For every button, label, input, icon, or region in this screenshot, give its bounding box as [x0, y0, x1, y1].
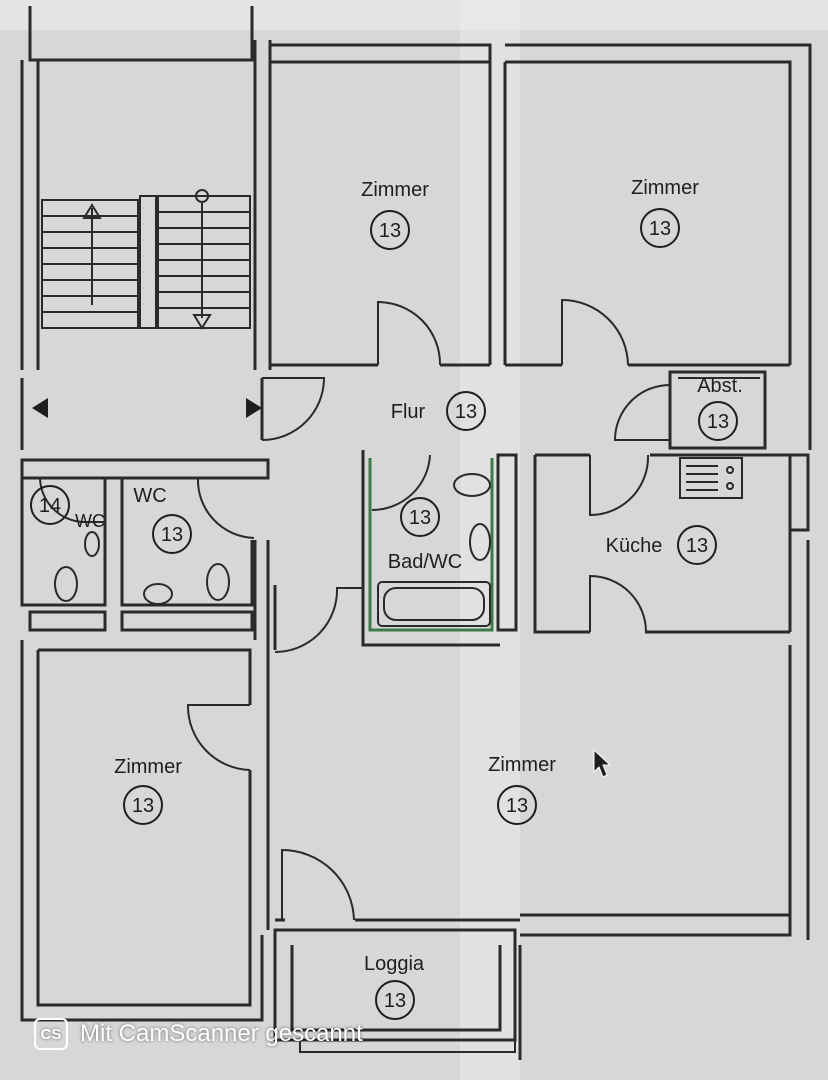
door-kueche	[589, 454, 650, 517]
stair-steps-left	[42, 215, 138, 313]
room-number-badge	[640, 208, 680, 248]
stair-up-arrow	[82, 203, 102, 305]
stair-wall-top	[28, 6, 254, 62]
abst-wall	[668, 370, 767, 450]
door-loggia	[281, 848, 355, 921]
room-label-wc-small: WC	[75, 511, 105, 531]
room-label-zimmer-bl: Zimmer	[114, 756, 182, 778]
room-bc-right	[520, 645, 792, 937]
watermark-text: Mit CamScanner gescannt	[80, 1020, 363, 1047]
room-number-badge	[375, 980, 415, 1020]
cursor-icon	[593, 748, 612, 778]
room-bl-outer	[20, 640, 264, 1022]
door-abst	[613, 384, 671, 441]
camscanner-logo: CS	[34, 1018, 68, 1050]
loggia-parapet	[299, 1039, 516, 1053]
stair-flight-left	[41, 199, 139, 329]
stair-eye	[139, 195, 157, 329]
bathtub-icon	[377, 581, 491, 627]
paper-top-edge	[0, 0, 828, 30]
room-label-abst: Abst.	[697, 375, 743, 397]
stair-down-arrow	[192, 202, 212, 330]
entry-arrow-right-icon	[246, 398, 262, 418]
kitchen-left	[533, 455, 590, 634]
room-number-badge	[446, 391, 486, 431]
landing-bottom-wall	[20, 458, 270, 480]
room-label-bad: Bad/WC	[388, 551, 462, 573]
toilet-icon	[54, 566, 78, 602]
stove-burners-icon	[686, 465, 718, 491]
room-number-badge	[152, 514, 192, 554]
room-labels: Zimmer 13 Zimmer 13 Abst. 13 Flur 13 14 …	[30, 177, 743, 1020]
wc-small-wall	[20, 478, 107, 607]
room-label-zimmer-bc: Zimmer	[488, 754, 556, 776]
room-tr-wall-inner	[505, 60, 792, 365]
room-number-wc-small: 14	[39, 495, 61, 517]
sink-icon	[84, 531, 100, 557]
camscanner-watermark: CS Mit CamScanner gescannt	[34, 1016, 363, 1052]
sink-icon	[453, 473, 491, 497]
room-label-zimmer-tl: Zimmer	[361, 179, 429, 201]
room-number-flur: 13	[455, 401, 477, 423]
fixtures	[54, 457, 743, 627]
kitchen-window	[790, 453, 810, 532]
room-label-wc: WC	[133, 485, 166, 507]
loggia-inner	[290, 945, 502, 1032]
room-number-loggia: 13	[384, 990, 406, 1012]
door-entry	[261, 377, 326, 441]
doors	[39, 298, 671, 921]
bathtub-basin-icon	[383, 587, 485, 621]
room-number-zimmer-tr: 13	[649, 218, 671, 240]
staircase	[32, 189, 262, 418]
room-tl-wall	[270, 43, 492, 365]
wc-wall	[120, 478, 254, 607]
room-bl-top	[38, 648, 252, 705]
walls	[20, 6, 812, 1060]
stair-steps-right	[158, 211, 250, 309]
toilet-icon	[469, 523, 491, 561]
door-zimmer-bl	[186, 704, 251, 771]
stair-flight-right	[157, 195, 251, 329]
entry-arrow-left-icon	[32, 398, 48, 418]
door-wc-small	[39, 477, 105, 523]
room-number-abst: 13	[707, 411, 729, 433]
room-number-bad: 13	[409, 507, 431, 529]
toilet-icon	[206, 563, 230, 601]
door-kueche-room	[589, 574, 647, 633]
stove-knob-icon	[726, 466, 734, 474]
door-wc	[196, 477, 255, 539]
door-bad	[371, 454, 431, 512]
room-number-zimmer-bl: 13	[132, 795, 154, 817]
stove-knob-icon	[726, 482, 734, 490]
room-number-zimmer-bc: 13	[506, 795, 528, 817]
room-number-badge	[370, 210, 410, 250]
room-label-loggia: Loggia	[364, 953, 425, 975]
room-label-zimmer-tr: Zimmer	[631, 177, 699, 199]
wc-bottom	[120, 610, 254, 632]
wc-small-bottom	[28, 610, 107, 632]
room-number-badge	[400, 497, 440, 537]
room-number-kueche: 13	[686, 535, 708, 557]
room-number-badge	[497, 785, 537, 825]
room-number-zimmer-tl: 13	[379, 220, 401, 242]
room-label-flur: Flur	[391, 401, 426, 423]
room-tr-wall	[505, 43, 812, 450]
room-number-badge	[123, 785, 163, 825]
room-number-wc: 13	[161, 524, 183, 546]
door-hall	[274, 587, 362, 653]
bad-kitchen-divider	[496, 453, 518, 632]
sink-icon	[143, 583, 173, 605]
room-bl-inner	[36, 650, 252, 1007]
bad-wall	[361, 450, 500, 647]
room-number-badge	[30, 485, 70, 525]
room-label-kueche: Küche	[606, 535, 663, 557]
room-number-badge	[698, 401, 738, 441]
door-zimmer-tl	[377, 300, 442, 366]
door-zimmer-tr	[561, 298, 629, 366]
bad-inner-wall	[368, 458, 494, 632]
room-number-badge	[677, 525, 717, 565]
stove-icon	[679, 457, 743, 499]
